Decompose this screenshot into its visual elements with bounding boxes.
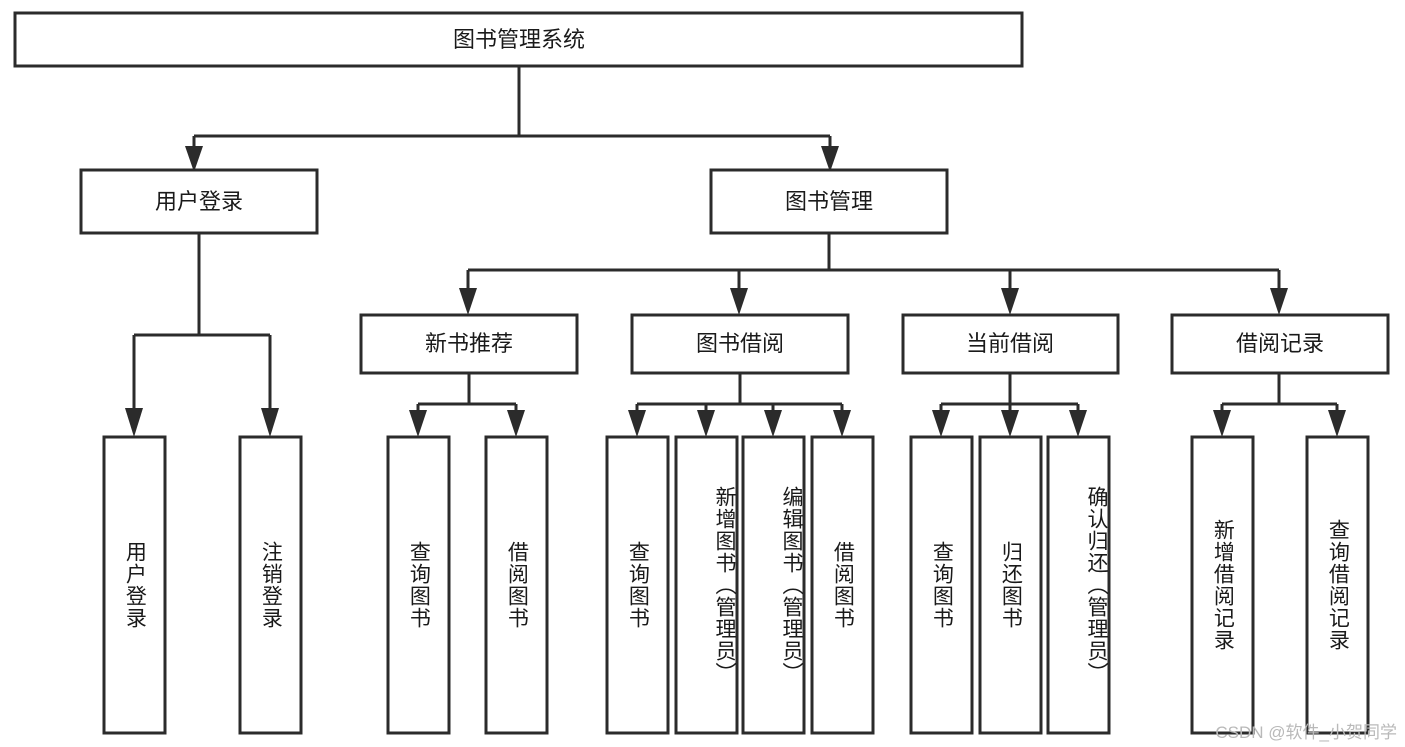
node-book-borrow[interactable] (630, 313, 850, 375)
leaf-box-logout[interactable] (238, 435, 303, 735)
arrowhead-bb-leaf-1 (628, 410, 646, 437)
leaf-box-nb-borrow-book[interactable] (484, 435, 549, 735)
leaf-box-cb-query-book[interactable] (909, 435, 974, 735)
leaf-box-bb-edit-book[interactable] (741, 435, 806, 735)
connector-group-user-login (125, 233, 279, 437)
node-new-book-recommend-label: 新书推荐 (425, 331, 513, 356)
connector-group-new-book (409, 373, 525, 437)
node-user-login[interactable] (79, 168, 319, 235)
arrowhead-nb-leaf-1 (409, 410, 427, 437)
node-user-login-label: 用户登录 (155, 189, 243, 214)
node-current-borrow-label: 当前借阅 (966, 331, 1054, 356)
arrowhead-to-new-book (459, 288, 477, 315)
arrowhead-to-current-borrow (1001, 288, 1019, 315)
connector-group-book-borrow (628, 373, 851, 437)
arrowhead-leaf-logout (261, 408, 279, 437)
arrowhead-to-user-login (185, 146, 203, 172)
csdn-watermark: CSDN @软件_小贺同学 (1215, 723, 1397, 742)
arrowhead-bb-leaf-4 (833, 410, 851, 437)
arrowhead-nb-leaf-2 (507, 410, 525, 437)
connector-group-book-manage (459, 233, 1288, 315)
node-borrow-record-label: 借阅记录 (1236, 331, 1324, 356)
leaf-box-br-add-record[interactable] (1190, 435, 1255, 735)
leaf-box-cb-return-book[interactable] (978, 435, 1043, 735)
arrowhead-cb-leaf-3 (1069, 410, 1087, 437)
node-current-borrow[interactable] (901, 313, 1120, 375)
arrowhead-to-book-manage (821, 146, 839, 172)
node-new-book-recommend[interactable] (359, 313, 579, 375)
node-book-borrow-label: 图书借阅 (696, 331, 784, 356)
node-book-manage-label: 图书管理 (785, 189, 873, 214)
leaf-box-br-query-record[interactable] (1305, 435, 1370, 735)
connector-group-current-borrow (932, 373, 1087, 437)
arrowhead-br-leaf-1 (1213, 410, 1231, 437)
arrowhead-to-book-borrow (730, 288, 748, 315)
arrowhead-to-borrow-record (1270, 288, 1288, 315)
arrowhead-cb-leaf-1 (932, 410, 950, 437)
leaf-box-user-login[interactable] (102, 435, 167, 735)
node-book-manage[interactable] (709, 168, 949, 235)
arrowhead-cb-leaf-2 (1001, 410, 1019, 437)
arrowhead-bb-leaf-3 (764, 410, 782, 437)
leaf-box-bb-query-book[interactable] (605, 435, 670, 735)
arrowhead-leaf-user-login (125, 408, 143, 437)
connector-group-borrow-record (1213, 373, 1346, 437)
connector-group-root (185, 66, 839, 172)
arrowhead-br-leaf-2 (1328, 410, 1346, 437)
leaf-box-cb-confirm-return[interactable] (1046, 435, 1111, 735)
leaf-box-bb-add-book[interactable] (674, 435, 739, 735)
node-borrow-record[interactable] (1170, 313, 1390, 375)
leaf-box-nb-query-book[interactable] (386, 435, 451, 735)
node-root-label: 图书管理系统 (453, 27, 585, 52)
leaf-box-bb-borrow-book[interactable] (810, 435, 875, 735)
node-root[interactable] (13, 11, 1024, 68)
arrowhead-bb-leaf-2 (697, 410, 715, 437)
